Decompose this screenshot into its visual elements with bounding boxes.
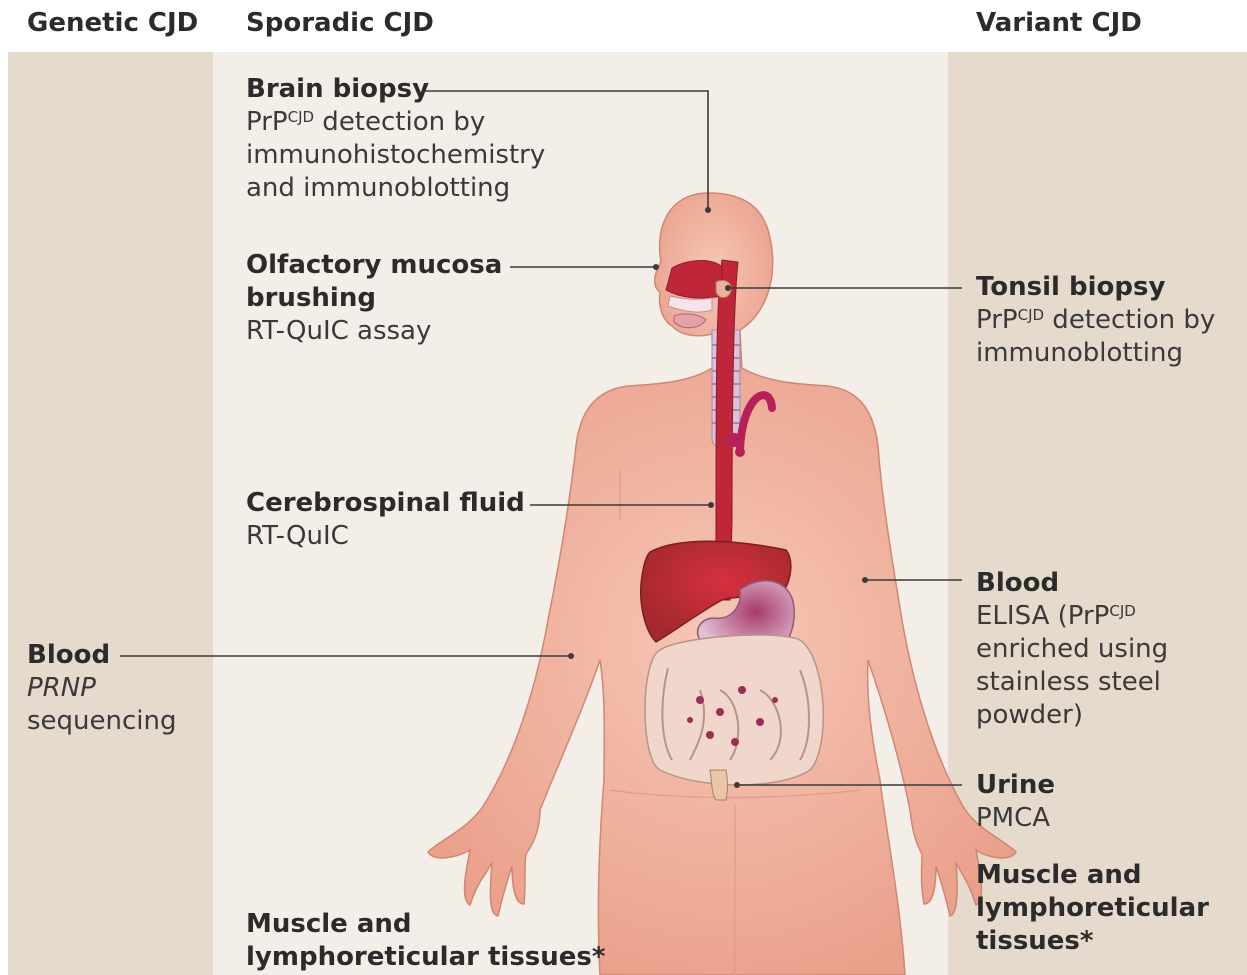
csf-title: Cerebrospinal fluid xyxy=(246,487,525,520)
csf-line1: RT-QuIC xyxy=(246,520,525,553)
olfactory-title1: Olfactory mucosa xyxy=(246,249,502,282)
brain-biopsy-line1: PrPCJD detection by xyxy=(246,106,545,139)
variant-blood-cjd-sup: CJD xyxy=(1109,602,1135,620)
tonsil-line2: immunoblotting xyxy=(976,337,1215,370)
csf-label: Cerebrospinal fluid RT-QuIC xyxy=(246,487,525,553)
genetic-blood-prnp: PRNP xyxy=(27,672,177,705)
variant-muscle-label: Muscle and lymphoreticular tissues* xyxy=(976,859,1209,958)
sporadic-muscle-title1: Muscle and xyxy=(246,908,606,941)
brain-biopsy-title: Brain biopsy xyxy=(246,73,545,106)
variant-muscle-title3: tissues* xyxy=(976,925,1209,958)
tonsil-title: Tonsil biopsy xyxy=(976,271,1215,304)
olfactory-label: Olfactory mucosa brushing RT-QuIC assay xyxy=(246,249,502,348)
urine-line1: PMCA xyxy=(976,802,1055,835)
intestines xyxy=(645,635,823,800)
tonsil-label: Tonsil biopsy PrPCJD detection by immuno… xyxy=(976,271,1215,370)
sporadic-muscle-title2: lymphoreticular tissues* xyxy=(246,941,606,974)
variant-blood-line1: ELISA (PrPCJD xyxy=(976,600,1168,633)
tonsil-line1: PrPCJD detection by xyxy=(976,304,1215,337)
olfactory-title2: brushing xyxy=(246,282,502,315)
genetic-blood-label: Blood PRNP sequencing xyxy=(27,639,177,738)
variant-blood-line2: enriched using xyxy=(976,633,1168,666)
tonsil-detection: detection by xyxy=(1044,305,1215,335)
brain-biopsy-label: Brain biopsy PrPCJD detection by immunoh… xyxy=(246,73,545,205)
brain-biopsy-line2: immunohistochemistry xyxy=(246,139,545,172)
genetic-blood-line2: sequencing xyxy=(27,705,177,738)
genetic-blood-title: Blood xyxy=(27,639,177,672)
variant-muscle-title1: Muscle and xyxy=(976,859,1209,892)
brain-biopsy-line3: and immunoblotting xyxy=(246,172,545,205)
variant-blood-line3: stainless steel xyxy=(976,666,1168,699)
tonsil-cjd-sup: CJD xyxy=(1018,306,1044,324)
urine-title: Urine xyxy=(976,769,1055,802)
variant-blood-line4: powder) xyxy=(976,699,1168,732)
urine-label: Urine PMCA xyxy=(976,769,1055,835)
brain-biopsy-detection: detection by xyxy=(314,107,485,137)
brain-biopsy-prp: PrP xyxy=(246,107,288,137)
variant-blood-elisa: ELISA (PrP xyxy=(976,601,1109,631)
variant-blood-title: Blood xyxy=(976,567,1168,600)
sporadic-muscle-label: Muscle and lymphoreticular tissues* xyxy=(246,908,606,974)
variant-muscle-title2: lymphoreticular xyxy=(976,892,1209,925)
tonsil-prp: PrP xyxy=(976,305,1018,335)
brain-biopsy-cjd-sup: CJD xyxy=(288,108,314,126)
variant-blood-label: Blood ELISA (PrPCJD enriched using stain… xyxy=(976,567,1168,732)
olfactory-line1: RT-QuIC assay xyxy=(246,315,502,348)
